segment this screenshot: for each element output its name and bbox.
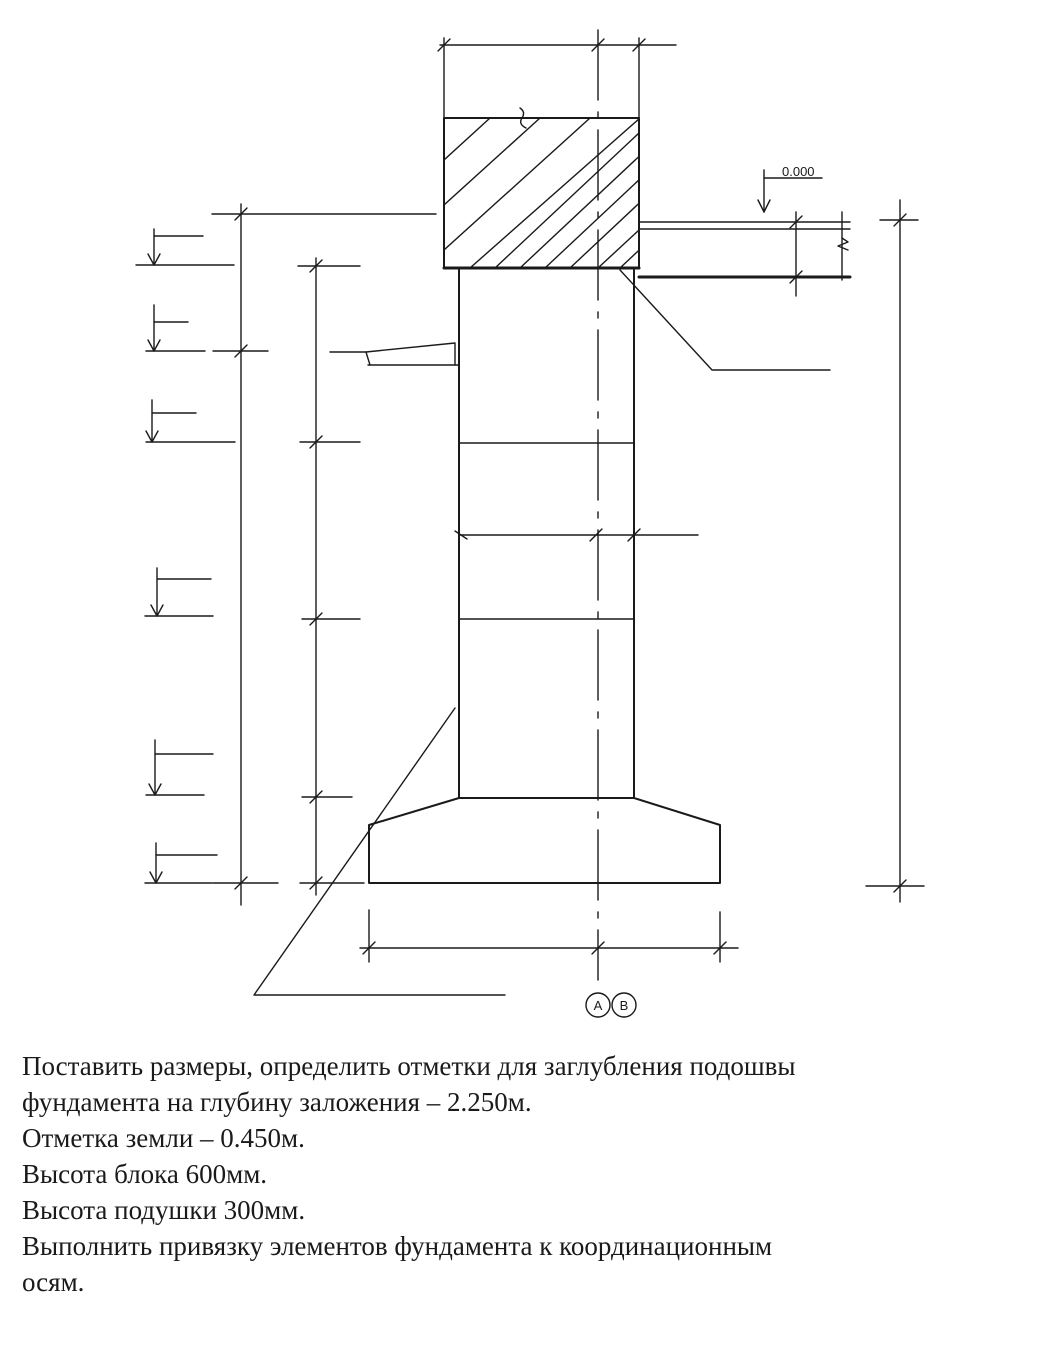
task-line: осям. <box>22 1267 85 1297</box>
wall-hatching <box>444 118 639 268</box>
foundation-blocks <box>454 269 699 799</box>
elevation-mark: 0.000 <box>757 164 823 213</box>
right-overall-dimension <box>865 199 925 903</box>
wall-section <box>442 107 641 270</box>
task-line: Высота подушки 300мм. <box>22 1195 306 1225</box>
axis-label-b: B <box>620 998 629 1013</box>
task-description: Поставить размеры, определить отметки дл… <box>22 1048 1022 1300</box>
pad-width-dimension <box>359 909 739 963</box>
coordination-axis: A B <box>585 29 637 1018</box>
task-line: Выполнить привязку элементов фундамента … <box>22 1231 773 1261</box>
foundation-pad <box>368 797 721 884</box>
task-line: Отметка земли – 0.450м. <box>22 1123 305 1153</box>
wall-width-dimension <box>437 37 677 119</box>
foundation-section-drawing: 0.000 A B <box>135 29 925 1018</box>
left-dimension-chain-inner <box>297 257 365 896</box>
floor-slab <box>637 211 852 297</box>
elevation-mark-label: 0.000 <box>782 164 815 179</box>
task-line: фундамента на глубину заложения – 2.250м… <box>22 1087 532 1117</box>
leader-lines <box>211 213 831 996</box>
left-elevation-marks <box>135 228 236 884</box>
task-line: Высота блока 600мм. <box>22 1159 268 1189</box>
axis-label-a: A <box>594 998 603 1013</box>
left-dimension-chain-outer <box>212 203 279 906</box>
task-line: Поставить размеры, определить отметки дл… <box>22 1051 796 1081</box>
